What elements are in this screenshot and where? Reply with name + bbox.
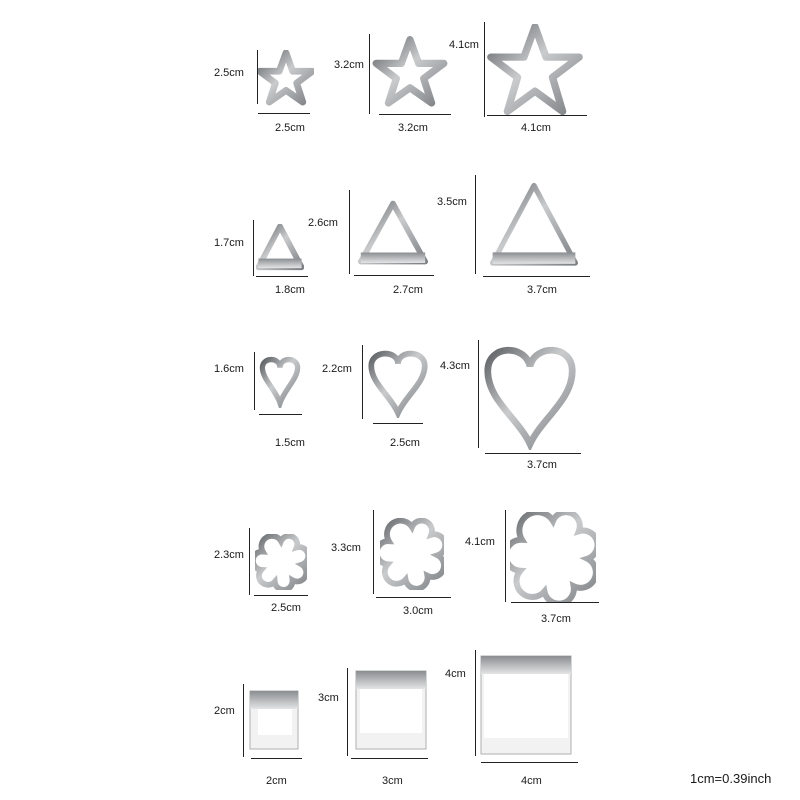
triangle-cutter-small	[256, 224, 304, 271]
height-dimension-line	[475, 175, 476, 274]
height-dimension-line	[484, 22, 485, 117]
height-label: 4.3cm	[440, 360, 470, 372]
heart-cutter-large	[484, 346, 576, 450]
width-dimension-line	[354, 275, 434, 276]
flower-cutter-large	[510, 512, 596, 602]
width-label: 3.7cm	[527, 459, 557, 471]
height-label: 3.3cm	[331, 542, 361, 554]
star-cutter-large	[487, 24, 583, 116]
height-label: 3cm	[318, 692, 339, 704]
height-dimension-line	[373, 510, 374, 594]
width-label: 3.7cm	[541, 613, 571, 625]
width-dimension-line	[254, 595, 308, 596]
width-dimension-line	[483, 276, 590, 277]
width-dimension-line	[351, 758, 428, 759]
flower-cutter-small	[255, 534, 307, 590]
width-label: 2.7cm	[393, 284, 423, 296]
height-label: 4.1cm	[449, 39, 479, 51]
width-label: 2.5cm	[275, 122, 305, 134]
height-dimension-line	[478, 340, 479, 448]
width-label: 4cm	[521, 775, 542, 787]
heart-cutter-small	[259, 356, 301, 408]
width-dimension-line	[376, 597, 451, 598]
height-dimension-line	[347, 668, 348, 756]
width-dimension-line	[481, 762, 578, 763]
square-cutter-medium	[355, 670, 427, 750]
width-dimension-line	[485, 453, 581, 454]
height-label: 3.5cm	[437, 196, 467, 208]
width-dimension-line	[259, 414, 302, 415]
height-dimension-line	[243, 684, 244, 757]
width-label: 3cm	[382, 775, 403, 787]
width-label: 3.7cm	[527, 284, 557, 296]
width-label: 1.5cm	[275, 437, 305, 449]
width-dimension-line	[511, 602, 599, 603]
width-dimension-line	[379, 114, 451, 115]
height-dimension-line	[475, 650, 476, 756]
height-label: 4cm	[445, 668, 466, 680]
triangle-cutter-medium	[358, 200, 428, 265]
height-label: 1.7cm	[214, 237, 244, 249]
width-dimension-line	[256, 276, 308, 277]
height-label: 2.5cm	[214, 67, 244, 79]
square-cutter-large	[480, 655, 572, 755]
height-dimension-line	[254, 352, 255, 410]
star-cutter-small	[258, 50, 314, 106]
height-label: 2.6cm	[308, 217, 338, 229]
conversion-note: 1cm=0.39inch	[690, 771, 772, 786]
height-label: 2.2cm	[322, 363, 352, 375]
width-dimension-line	[251, 758, 302, 759]
height-dimension-line	[362, 345, 363, 419]
height-dimension-line	[369, 34, 370, 114]
height-label: 2.3cm	[214, 549, 244, 561]
width-label: 3.0cm	[403, 605, 433, 617]
width-dimension-line	[258, 113, 310, 114]
width-dimension-line	[487, 115, 587, 116]
height-dimension-line	[349, 190, 350, 274]
width-dimension-line	[373, 423, 423, 424]
height-label: 4.1cm	[465, 536, 495, 548]
star-cutter-medium	[372, 36, 448, 107]
width-label: 3.2cm	[398, 122, 428, 134]
square-cutter-small	[249, 690, 299, 750]
height-dimension-line	[249, 528, 250, 595]
width-label: 2.5cm	[271, 602, 301, 614]
heart-cutter-medium	[368, 350, 428, 418]
width-label: 4.1cm	[521, 122, 551, 134]
triangle-cutter-large	[490, 182, 578, 266]
height-label: 3.2cm	[334, 59, 364, 71]
width-label: 2.5cm	[390, 437, 420, 449]
height-dimension-line	[253, 220, 254, 276]
width-label: 2cm	[266, 775, 287, 787]
height-label: 1.6cm	[214, 363, 244, 375]
height-dimension-line	[505, 510, 506, 602]
height-dimension-line	[257, 50, 258, 104]
width-label: 1.8cm	[275, 284, 305, 296]
height-label: 2cm	[214, 705, 235, 717]
flower-cutter-medium	[380, 518, 444, 590]
